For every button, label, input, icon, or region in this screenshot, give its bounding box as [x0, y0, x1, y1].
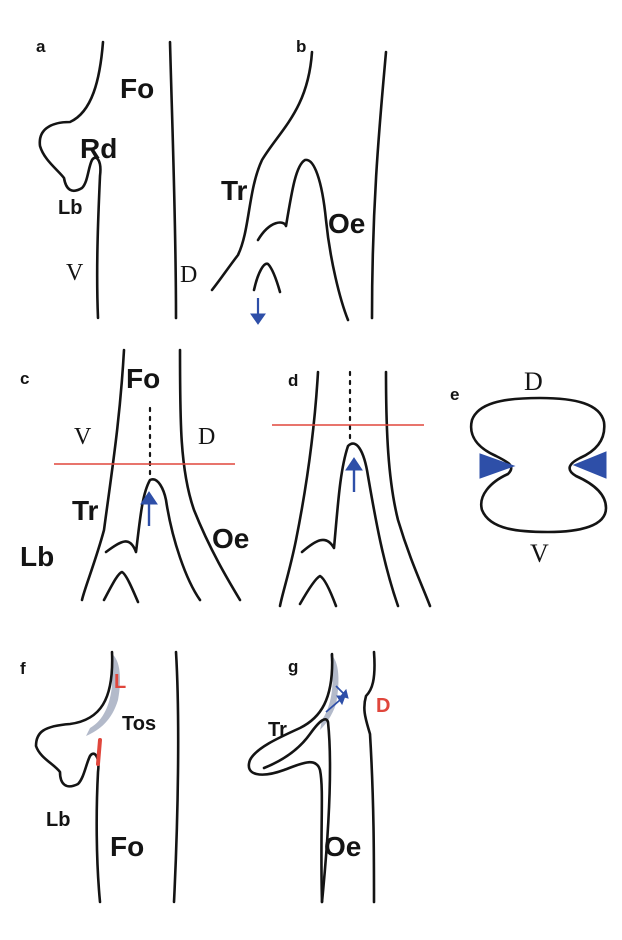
panel-f-letter: f — [20, 659, 26, 678]
panel-g-tr-label: Tr — [268, 719, 287, 741]
panel-f: f L Tos Lb Fo — [20, 652, 178, 902]
panel-d-letter: d — [288, 371, 298, 390]
panel-c-dorsal-wall — [180, 350, 240, 600]
panel-d-dorsal-wall — [386, 372, 430, 606]
panel-e-d-label: D — [524, 367, 543, 396]
panel-d: d — [272, 371, 430, 606]
panel-g-trachea-wall — [249, 654, 332, 902]
panel-d-ventral-wall — [280, 372, 318, 606]
panel-f-i-marker — [98, 740, 100, 764]
panel-g-septum-loop — [264, 719, 330, 902]
panel-g-arrow-2-icon — [337, 696, 345, 704]
panel-f-dorsal-wall — [174, 652, 178, 902]
panel-c-lung-bud-cap — [104, 572, 138, 602]
panel-c-tr-label: Tr — [72, 495, 99, 526]
panel-f-tos-label: Tos — [122, 713, 156, 735]
panel-g: g Tr D Oe — [249, 652, 391, 902]
panel-c-oe-label: Oe — [212, 523, 249, 554]
panel-e: e D V — [450, 367, 606, 568]
panel-d-lung-bud-cap — [300, 576, 336, 606]
panel-a-fo-label: Fo — [120, 73, 154, 104]
panel-g-dorsal-wall — [364, 652, 374, 902]
panel-b: b Tr Oe — [212, 37, 386, 324]
panel-d-up-arrow-icon — [346, 458, 362, 470]
panel-a: a Fo Rd Lb V D — [36, 37, 197, 318]
panel-g-oe-label: Oe — [324, 831, 361, 862]
panel-b-oe-label: Oe — [328, 208, 365, 239]
panel-c-ventral-wall — [82, 350, 124, 600]
panel-c-v-label: V — [74, 424, 92, 450]
panel-e-right-arrowhead-icon — [574, 452, 606, 478]
panel-b-tr-label: Tr — [221, 175, 248, 206]
panel-b-dorsal-wall — [372, 52, 386, 318]
panel-f-ventral-wall-with-lung-bud — [36, 652, 112, 902]
panel-b-septum-loop — [258, 160, 348, 320]
panel-a-d-label: D — [180, 262, 197, 288]
panel-a-dorsal-foregut-wall — [170, 42, 176, 318]
panel-a-rd-label: Rd — [80, 133, 117, 164]
panel-f-fo-label: Fo — [110, 831, 144, 862]
panel-c-fo-label: Fo — [126, 363, 160, 394]
panel-g-d-label: D — [376, 695, 390, 717]
panel-g-letter: g — [288, 657, 298, 676]
panel-a-lb-label: Lb — [58, 197, 82, 219]
panel-c: c Fo V D Tr Lb Oe — [20, 350, 249, 602]
panel-b-letter: b — [296, 37, 306, 56]
panel-f-staining-shade — [86, 654, 120, 736]
panel-a-v-label: V — [66, 260, 84, 286]
panel-f-l-label: L — [114, 671, 126, 693]
panel-b-lung-bud-cap — [254, 264, 280, 292]
panel-c-lb-label: Lb — [20, 541, 54, 572]
panel-b-down-arrow-icon — [251, 314, 265, 324]
panel-e-letter: e — [450, 385, 459, 404]
panel-a-letter: a — [36, 37, 46, 56]
panel-f-lb-label: Lb — [46, 809, 70, 831]
panel-c-letter: c — [20, 369, 29, 388]
panel-e-v-label: V — [530, 539, 549, 568]
panel-c-d-label: D — [198, 424, 215, 450]
